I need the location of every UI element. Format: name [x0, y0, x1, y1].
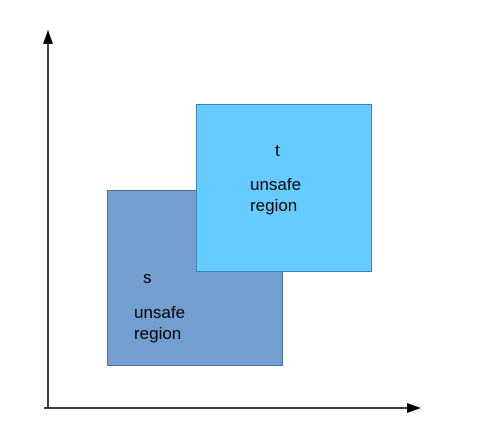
region-s-description: unsafe region	[134, 302, 185, 344]
region-s-name: s	[143, 268, 152, 287]
unsafe-region-t: t unsafe region	[196, 104, 372, 272]
region-t-description-line2: region	[250, 196, 298, 215]
region-s-description-line1: unsafe	[134, 303, 186, 322]
region-s-description-line2: region	[134, 324, 182, 343]
y-axis-arrowhead	[43, 30, 53, 44]
region-t-name: t	[275, 141, 280, 160]
x-axis-arrowhead	[407, 403, 421, 413]
region-t-description-line1: unsafe	[250, 175, 302, 194]
region-t-description: unsafe region	[250, 174, 301, 216]
